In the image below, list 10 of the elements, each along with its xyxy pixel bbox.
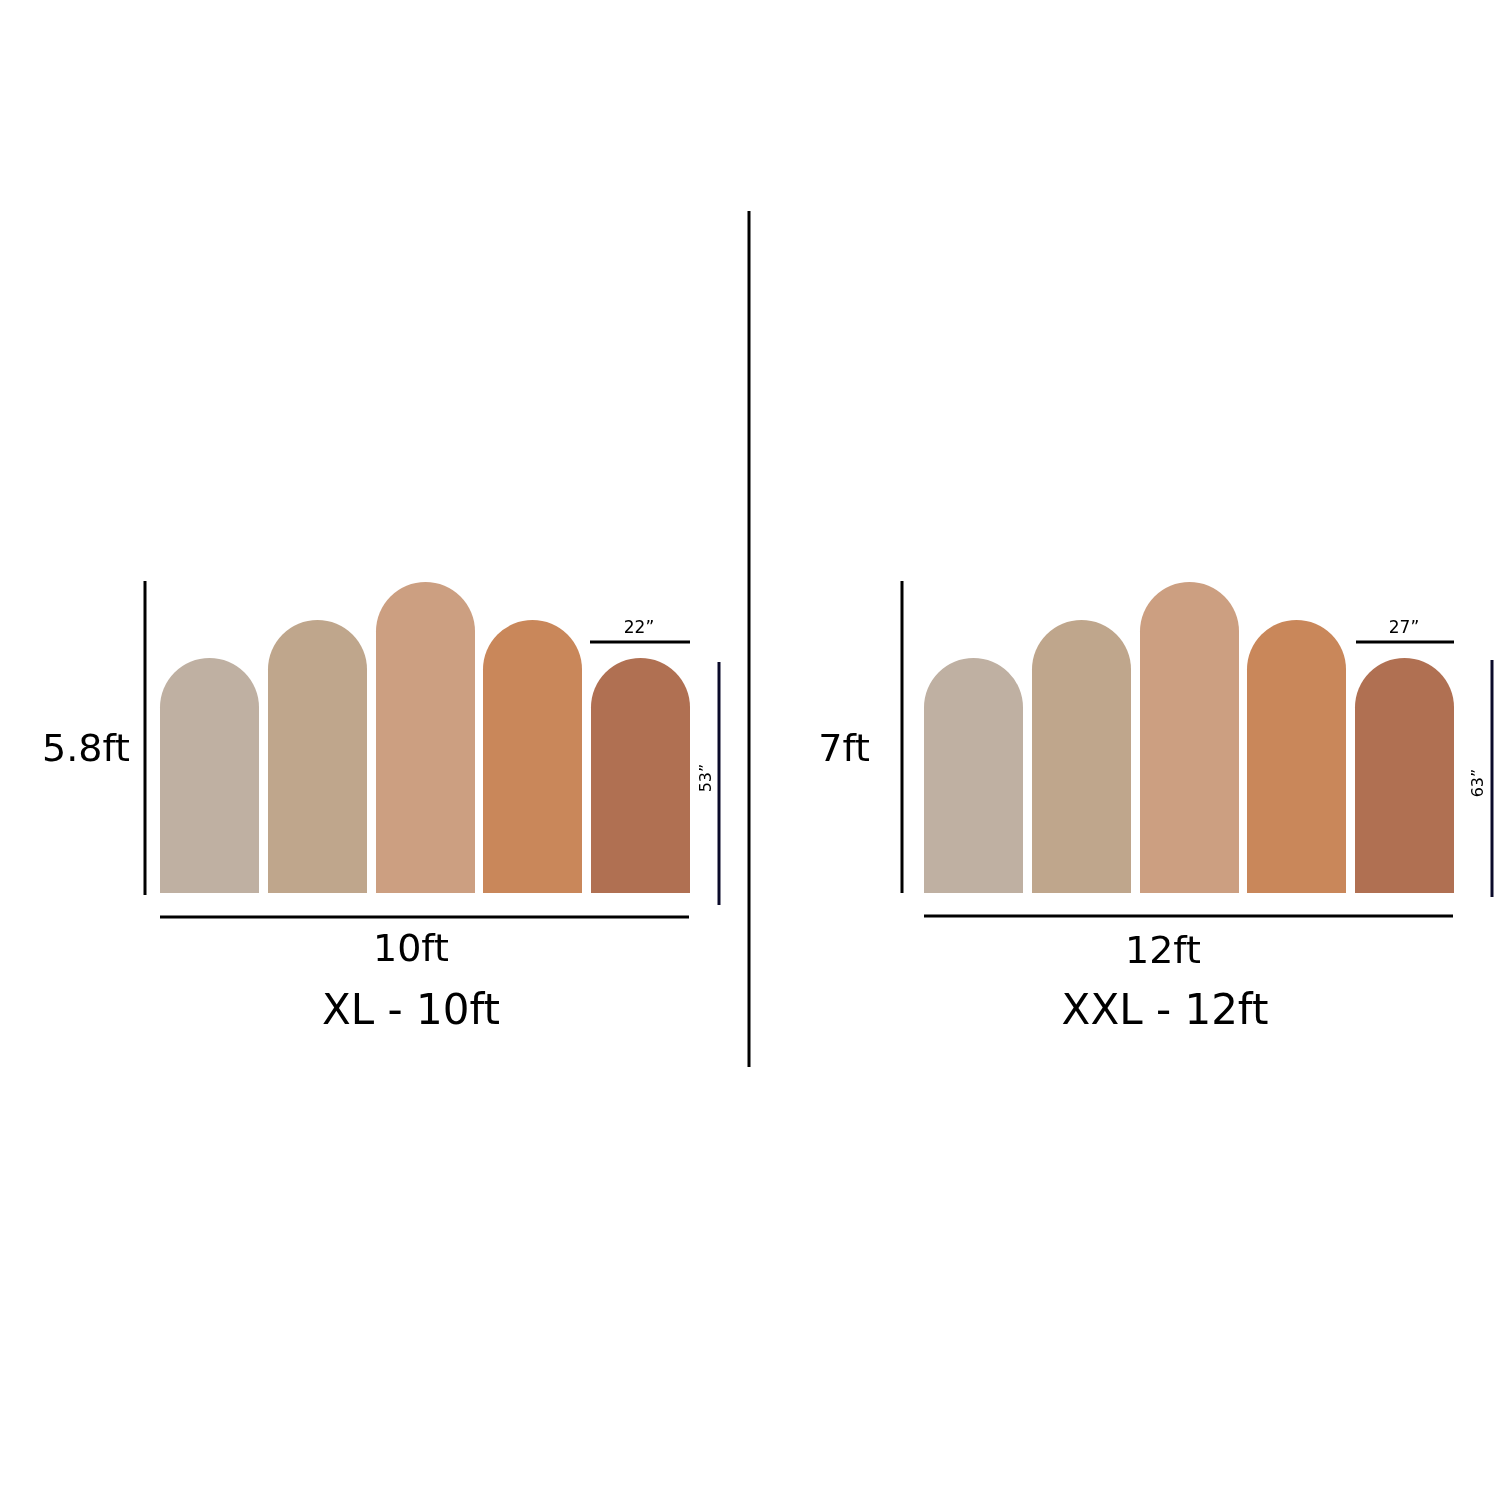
dimension-label: 63” (1470, 768, 1486, 798)
dimension-label: XL - 10ft (322, 989, 500, 1031)
dimension-label: 22” (623, 618, 655, 636)
dimension-label: 7ft (818, 729, 870, 767)
dimension-label: 5.8ft (41, 729, 130, 767)
dimension-label: 27” (1388, 618, 1420, 636)
dimension-label: XXL - 12ft (1061, 989, 1269, 1031)
dimension-label: 12ft (1125, 931, 1201, 969)
dimension-label: 53” (698, 763, 714, 793)
dimension-label: 10ft (373, 929, 449, 967)
